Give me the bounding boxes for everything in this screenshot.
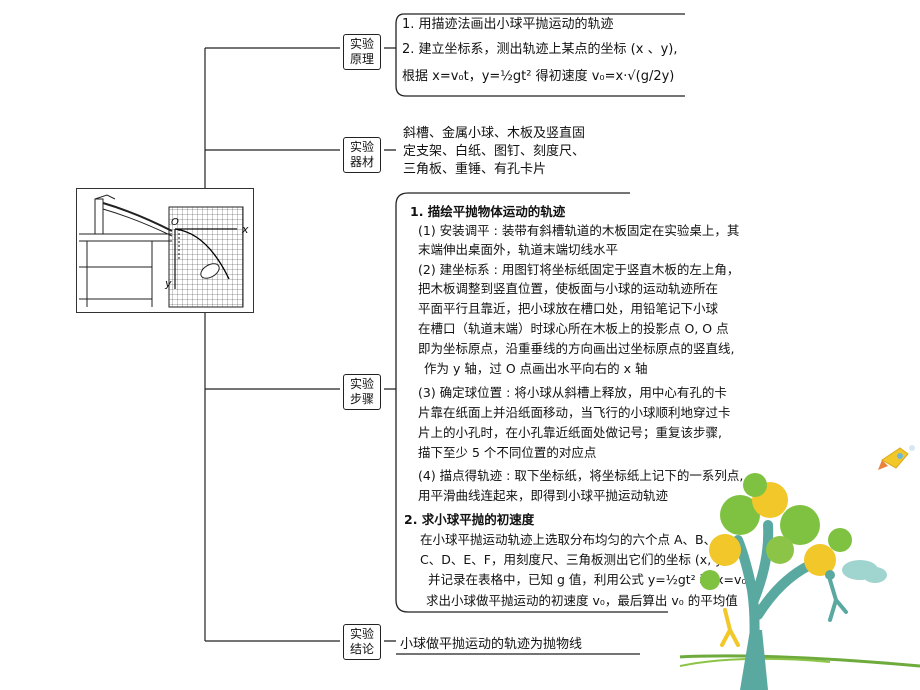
equipment-line-3: 三角板、重锤、有孔卡片 [403,162,547,177]
principle-line-1: 1. 用描迹法画出小球平抛运动的轨迹 [402,17,614,32]
origin-label: O [171,217,179,228]
category-steps: 实验 步骤 [343,374,381,410]
step-3-line-c: 片上的小孔时，在小孔靠近纸面处做记号；重复该步骤, [418,425,722,440]
velocity-line-2: C、D、E、F，用刻度尺、三角板测出它们的坐标 (x, y) [420,552,728,567]
equipment-line-1: 斜槽、金属小球、木板及竖直固 [403,126,586,141]
category-conclusion: 实验 结论 [343,624,381,660]
category-equipment: 实验 器材 [343,137,381,173]
step-3-line-d: 描下至少 5 个不同位置的对应点 [418,445,597,460]
step-1-line-b: 末端伸出桌面外，轨道末端切线水平 [418,242,619,257]
apparatus-illustration: O x y [76,188,254,313]
principle-formula: 根据 x=v₀t，y=½gt² 得初速度 v₀=x·√(g/2y) [402,69,675,84]
velocity-line-3: 并记录在表格中，已知 g 值，利用公式 y=½gt² 和 x=v₀t, [428,572,756,587]
step-3-line-b: 片靠在纸面上并沿纸面移动，当飞行的小球顺利地穿过卡 [418,405,731,420]
step-2-line-a: (2) 建坐标系 : 用图钉将坐标纸固定于竖直木板的左上角， [418,262,740,277]
velocity-line-4: 求出小球做平抛运动的初速度 v₀，最后算出 v₀ 的平均值 [426,593,738,608]
steps-heading-2: 2. 求小球平抛的初速度 [404,512,535,527]
step-4-line-b: 用平滑曲线连起来，即得到小球平抛运动轨迹 [418,488,669,503]
principle-line-2: 2. 建立坐标系，测出轨迹上某点的坐标 (x 、y), [402,42,678,57]
apparatus-drawing [79,194,244,308]
step-2-line-f: 作为 y 轴，过 O 点画出水平向右的 x 轴 [424,361,648,376]
decorative-tree [680,473,920,690]
step-2-line-b: 把木板调整到竖直位置，使板面与小球的运动轨迹所在 [418,281,719,296]
step-2-line-e: 即为坐标原点，沿重垂线的方向画出过坐标原点的竖直线, [418,341,735,356]
y-axis-label: y [165,277,172,290]
steps-heading-1: 1. 描绘平抛物体运动的轨迹 [410,204,566,219]
step-4-line-a: (4) 描点得轨迹 : 取下坐标纸，将坐标纸上记下的一系列点, [418,468,744,483]
step-3-line-a: (3) 确定球位置 : 将小球从斜槽上释放，用中心有孔的卡 [418,385,727,400]
category-principle: 实验 原理 [343,34,381,70]
velocity-line-1: 在小球平抛运动轨迹上选取分布均匀的六个点 A、B、 [420,532,717,547]
step-2-line-c: 平面平行且靠近，把小球放在槽口处，用铅笔记下小球 [418,301,719,316]
rocket-icon [878,445,915,470]
step-1-line-a: (1) 安装调平 : 装带有斜槽轨道的木板固定在实验桌上，其 [418,223,740,238]
step-2-line-d: 在槽口（轨道末端）时球心所在木板上的投影点 O, O 点 [418,321,729,336]
conclusion-text: 小球做平抛运动的轨迹为抛物线 [400,637,583,652]
x-axis-label: x [242,223,249,236]
equipment-line-2: 定支架、白纸、图钉、刻度尺、 [403,144,586,159]
